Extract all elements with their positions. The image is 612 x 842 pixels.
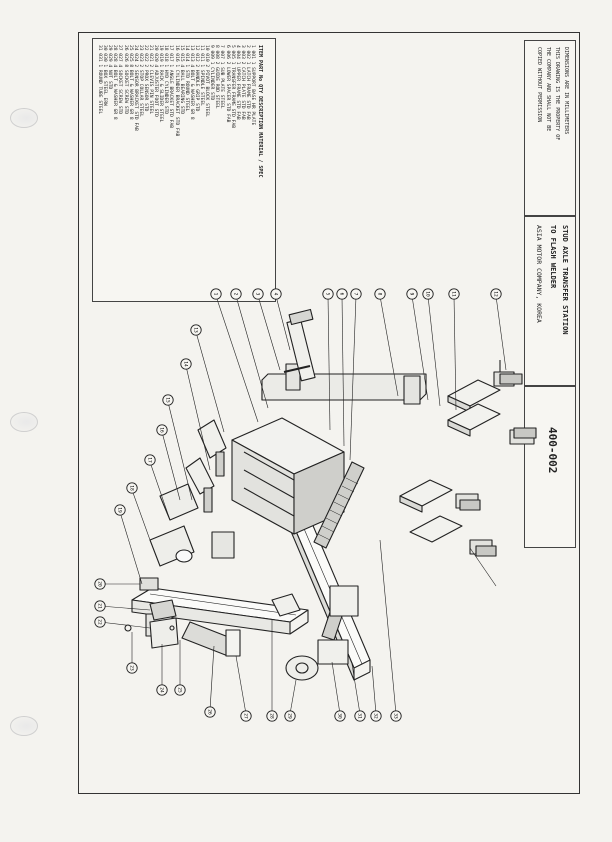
item-balloon — [490, 288, 502, 300]
item-balloon — [270, 288, 282, 300]
central-housing — [231, 417, 345, 535]
item-balloon — [126, 662, 138, 674]
threaded-cylinder-center — [313, 461, 365, 549]
punch-hole-bottom — [10, 716, 38, 736]
punch-hole-middle — [10, 412, 38, 432]
item-balloon — [252, 288, 264, 300]
base-plate-upper — [447, 360, 515, 413]
item-balloon-label: 15 — [164, 397, 170, 403]
end-roller — [271, 593, 319, 681]
item-balloon — [322, 288, 334, 300]
top-cylinder — [283, 308, 316, 382]
item-balloon-label: 32 — [372, 713, 378, 719]
item-balloon — [448, 288, 460, 300]
item-balloon-label: 13 — [192, 327, 198, 333]
item-balloon — [94, 600, 106, 612]
item-balloon-label: 31 — [356, 713, 362, 719]
item-balloon — [334, 710, 346, 722]
clamp-arm-2 — [185, 457, 215, 513]
item-balloon-label: 5 — [324, 293, 330, 296]
item-balloon-label: 22 — [96, 619, 102, 625]
item-balloon-label: 12 — [492, 291, 498, 297]
item-balloon — [156, 684, 168, 696]
item-balloon — [156, 424, 168, 436]
adjuster-foot-cylinders — [459, 373, 537, 557]
item-balloon — [94, 616, 106, 628]
item-balloon-label: 30 — [336, 713, 342, 719]
title-block-drawing-number: 400-002 — [524, 386, 576, 548]
item-balloon — [126, 482, 138, 494]
item-balloon — [162, 394, 174, 406]
parts-list-table: ITEM PART No QTY DESCRIPTION MATERIAL / … — [92, 38, 276, 302]
item-balloon-label: 10 — [424, 291, 430, 297]
item-balloon-label: 19 — [116, 507, 122, 513]
item-balloon — [94, 578, 106, 590]
item-balloon — [240, 710, 252, 722]
item-balloon-label: 18 — [128, 485, 134, 491]
item-balloon-label: 1 — [212, 293, 218, 296]
item-balloon-label: 24 — [158, 687, 164, 693]
item-balloon-label: 7 — [352, 293, 358, 296]
leader-lines — [99, 295, 507, 715]
item-balloon — [390, 710, 402, 722]
punch-hole-top — [10, 108, 38, 128]
item-balloon-label: 6 — [338, 293, 344, 296]
item-balloon-label: 27 — [242, 713, 248, 719]
item-balloon-label: 11 — [450, 291, 456, 297]
item-balloon — [180, 358, 192, 370]
threaded-cylinder-lower — [317, 585, 359, 665]
item-balloon — [204, 706, 216, 718]
item-balloon-label: 33 — [392, 713, 398, 719]
item-balloon-label: 23 — [128, 665, 134, 671]
item-balloon-label: 8 — [376, 293, 382, 296]
item-balloon-label: 2 — [232, 293, 238, 296]
left-small-parts — [124, 577, 179, 649]
item-balloon-label: 28 — [268, 713, 274, 719]
base-plate-lower — [399, 479, 493, 555]
item-balloon — [190, 324, 202, 336]
item-balloon-label: 26 — [206, 709, 212, 715]
item-balloon — [174, 684, 186, 696]
item-balloon — [354, 710, 366, 722]
item-balloon — [336, 288, 348, 300]
title-block-title: STUD AXLE TRANSFER STATION TO FLASH WELD… — [524, 216, 576, 386]
item-balloon — [406, 288, 418, 300]
item-balloon — [370, 710, 382, 722]
clamp-arm-1 — [197, 419, 227, 477]
item-balloon-label: 14 — [182, 361, 188, 367]
item-balloon-label: 21 — [96, 603, 102, 609]
item-balloon-label: 17 — [146, 457, 152, 463]
left-bracket-assembly — [149, 483, 235, 567]
item-balloon-label: 20 — [96, 581, 102, 587]
item-balloon — [422, 288, 434, 300]
item-balloon — [114, 504, 126, 516]
item-balloon — [284, 710, 296, 722]
item-balloon — [266, 710, 278, 722]
item-balloon-label: 9 — [408, 293, 414, 296]
item-balloon-label: 4 — [272, 293, 278, 296]
item-balloon — [374, 288, 386, 300]
item-balloon-label: 25 — [176, 687, 182, 693]
item-balloon — [230, 288, 242, 300]
item-balloon — [144, 454, 156, 466]
item-balloon — [350, 288, 362, 300]
item-balloon-label: 3 — [254, 293, 260, 296]
upright-post — [261, 363, 427, 405]
item-balloon-label: 29 — [286, 713, 292, 719]
drawing-border — [78, 32, 580, 794]
item-balloon-label: 16 — [158, 427, 164, 433]
item-balloon — [210, 288, 222, 300]
